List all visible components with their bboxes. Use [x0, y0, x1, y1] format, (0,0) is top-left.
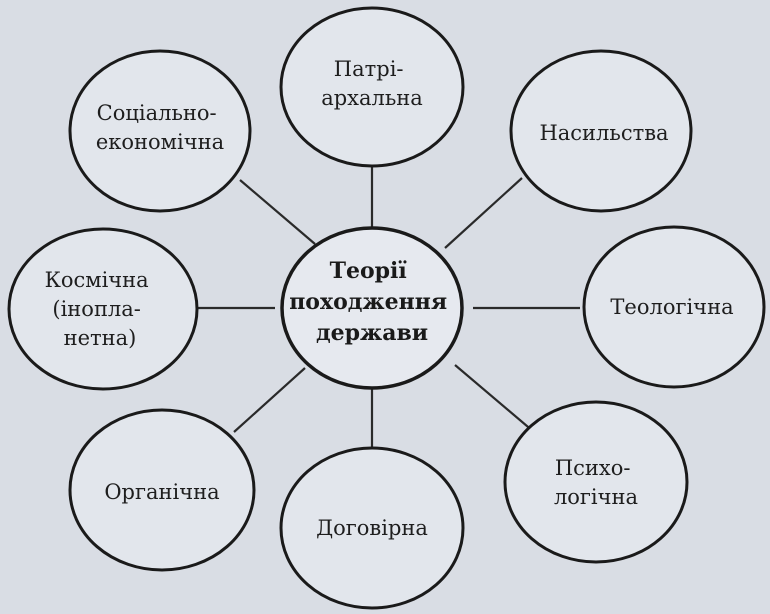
center-node: Теорії походження держави	[280, 226, 464, 390]
node-theological-bubble	[582, 225, 766, 389]
node-cosmic-line-3: нетна)	[64, 326, 137, 350]
node-cosmic: Космічна (інопла- нетна)	[7, 227, 199, 391]
node-patriarchal-label: Патрі- архальна	[321, 57, 423, 110]
connector-violence	[444, 177, 523, 249]
node-contractual-line-1: Договірна	[316, 516, 428, 540]
node-psychological-bubble	[503, 400, 689, 564]
node-psychological: Психо- логічна	[503, 400, 689, 564]
node-patriarchal: Патрі- архальна	[279, 6, 465, 168]
node-organic-label: Органічна	[104, 480, 219, 504]
node-patriarchal-bubble	[279, 6, 465, 168]
node-contractual-label: Договірна	[316, 516, 428, 540]
node-patriarchal-line-2: архальна	[321, 86, 423, 110]
node-violence-bubble	[509, 49, 693, 213]
node-cosmic-label: Космічна (інопла- нетна)	[45, 268, 156, 350]
node-socioeconomic: Соціально- економічна	[68, 49, 252, 213]
node-theological-label: Теологічна	[610, 295, 733, 319]
node-socioeconomic-line-1: Соціально-	[97, 101, 217, 125]
node-cosmic-line-2: (інопла-	[52, 297, 141, 321]
node-psychological-line-2: логічна	[554, 485, 638, 509]
node-organic-bubble	[68, 408, 256, 572]
connector-psychological	[454, 364, 535, 433]
node-patriarchal-line-1: Патрі-	[334, 57, 404, 81]
center-node-bubble	[280, 226, 464, 390]
node-violence-line-1: Насильства	[539, 121, 668, 145]
node-psychological-label: Психо- логічна	[554, 456, 638, 509]
center-node-label: Теорії походження держави	[289, 258, 455, 346]
center-node-line-3: держави	[316, 320, 428, 346]
node-socioeconomic-bubble	[68, 49, 252, 213]
center-node-line-1: Теорії	[330, 258, 408, 284]
node-violence-label: Насильства	[539, 121, 668, 145]
node-socioeconomic-line-2: економічна	[96, 130, 224, 154]
center-node-line-2: походження	[289, 289, 447, 315]
node-theological-line-1: Теологічна	[610, 295, 733, 319]
node-organic: Органічна	[68, 408, 256, 572]
node-theological: Теологічна	[582, 225, 766, 389]
connectors	[197, 162, 580, 450]
node-contractual: Договірна	[279, 446, 465, 610]
node-violence: Насильства	[509, 49, 693, 213]
node-cosmic-bubble	[7, 227, 199, 391]
node-contractual-bubble	[279, 446, 465, 610]
connector-socioeconomic	[239, 179, 316, 245]
node-organic-line-1: Органічна	[104, 480, 219, 504]
node-cosmic-line-1: Космічна	[45, 268, 149, 292]
node-psychological-line-1: Психо-	[555, 456, 631, 480]
node-socioeconomic-label: Соціально- економічна	[96, 101, 224, 154]
connector-organic	[233, 367, 306, 433]
